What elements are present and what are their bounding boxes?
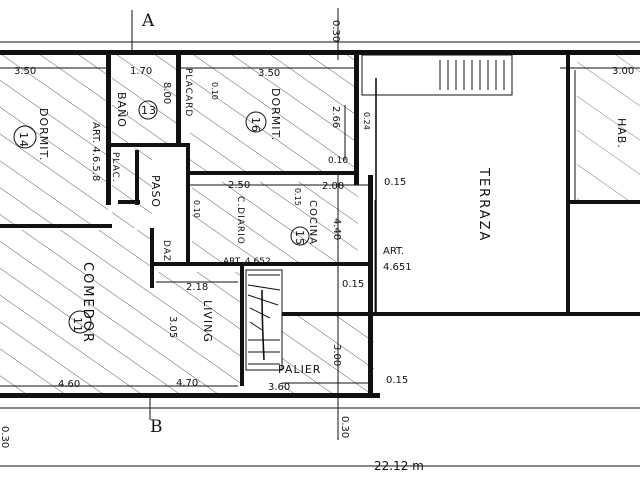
hatched-floors — [0, 55, 640, 398]
dim-total-length: 22.12 m — [374, 459, 424, 473]
room-name-cocina: COCINA — [307, 200, 318, 245]
section-mark-a: A — [141, 11, 155, 31]
room-name-daz: DAZ. — [161, 240, 171, 266]
dim-0-10-paso: 0.10 — [192, 200, 201, 218]
dim-3-05: 3.05 — [167, 316, 178, 338]
dim-4-70: 4.70 — [176, 378, 198, 389]
dim-0-15-b: 0.15 — [342, 279, 364, 290]
dim-0-10-placard: 0.10 — [210, 82, 219, 100]
dim-3-00: 3.00 — [612, 66, 634, 77]
room-number-11: 11 — [71, 317, 84, 333]
room-name-bano: BAÑO — [115, 92, 128, 128]
dim-0-24: 0.24 — [362, 112, 371, 130]
article-4-651-label: ART. — [383, 246, 404, 257]
room-labels: 14 DORMIT. 13 BAÑO PLACARD 16 DORMIT. PL… — [17, 68, 628, 376]
dim-4-60: 4.60 — [58, 379, 80, 390]
article-4-6-5-8: ART. 4.6.5.8 — [90, 122, 101, 181]
article-labels: ART. 4.6.5.8 ART. 4.652 ART. 4.651 — [90, 122, 412, 273]
section-markers: A B — [141, 11, 163, 437]
dim-3-50-left: 3.50 — [14, 66, 36, 77]
section-mark-b: B — [150, 417, 163, 437]
thin-lines — [0, 8, 640, 467]
room-name-comedor: COMEDOR — [80, 262, 95, 344]
terrace-stairs — [361, 54, 513, 96]
room-name-living: LIVING — [201, 300, 214, 343]
dim-2-66: 2.66 — [330, 106, 341, 128]
room-name-paso: PASO — [149, 175, 162, 208]
dim-3-60: 3.60 — [268, 382, 290, 393]
dim-0-30-left: 0.30 — [0, 426, 10, 448]
room-name-hab: HAB. — [615, 118, 628, 149]
dim-0-10-dormit: 0.10 — [328, 156, 348, 166]
interior-stair — [245, 269, 283, 371]
room-number-16: 16 — [249, 117, 262, 133]
dim-2-00: 2.00 — [322, 181, 344, 192]
dim-8-00: 8.00 — [161, 82, 172, 104]
dim-0-15-a: 0.15 — [384, 177, 406, 188]
dim-0-15-cocina: 0.15 — [293, 188, 302, 206]
dim-1-70: 1.70 — [130, 66, 152, 77]
room-name-c-diario: C.DIARIO — [235, 196, 245, 245]
dim-2-50: 2.50 — [228, 180, 250, 191]
room-name-plac: PLAC. — [110, 152, 120, 183]
room-name-dormit-16: DORMIT. — [269, 88, 282, 141]
room-name-placard: PLACARD — [183, 68, 193, 117]
room-name-dormit-14: DORMIT. — [37, 108, 50, 161]
dim-3-00-palier: 3.00 — [331, 344, 342, 366]
dim-0-30-top: 0.30 — [330, 20, 341, 42]
room-number-15: 15 — [293, 230, 306, 246]
dim-4-40: 4.40 — [331, 218, 342, 240]
dim-0-30-bottom: 0.30 — [339, 416, 350, 438]
dim-2-18: 2.18 — [186, 282, 208, 293]
room-name-palier: PALIER — [278, 363, 321, 376]
dim-3-50-mid: 3.50 — [258, 68, 280, 79]
dimension-labels: 0.30 3.50 1.70 3.50 3.00 8.00 0.10 2.66 … — [0, 20, 634, 473]
walls — [0, 50, 640, 398]
room-name-terraza: TERRAZA — [476, 167, 491, 242]
article-4-651-value: 4.651 — [383, 262, 412, 273]
dim-0-15-c: 0.15 — [386, 375, 408, 386]
article-4-652: ART. 4.652 — [223, 257, 271, 267]
room-number-13: 13 — [141, 104, 157, 117]
room-number-14: 14 — [17, 132, 30, 148]
